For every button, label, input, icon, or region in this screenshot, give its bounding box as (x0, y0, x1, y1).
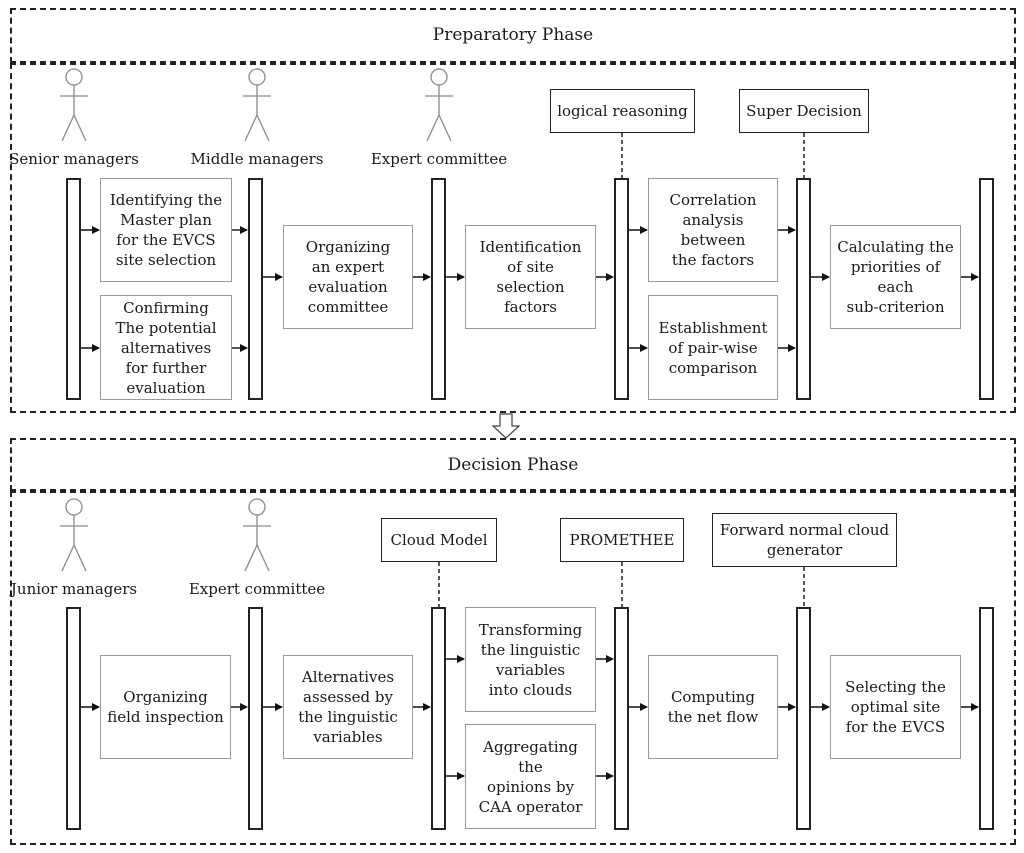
lifeline-bar-forward-normal-cloud (796, 607, 811, 830)
actor-label-expert-committee-decision: Expert committee (188, 580, 326, 598)
step-identifying-master-plan: Identifying the Master plan for the EVCS… (100, 178, 232, 282)
junior-managers-actor-icon (60, 498, 88, 572)
tool-forward-normal-cloud-generator: Forward normal cloud generator (712, 513, 897, 567)
lifeline-bar-cloud-model (431, 607, 446, 830)
tool-cloud-model: Cloud Model (381, 518, 497, 562)
step-pairwise-comparison: Establishment of pair-wise comparison (648, 295, 778, 400)
step-identification-factors: Identification of site selection factors (465, 225, 596, 329)
step-confirming-alternatives: Confirming The potential alternatives fo… (100, 295, 232, 400)
step-computing-net-flow: Computing the net flow (648, 655, 778, 759)
step-transforming-variables: Transforming the linguistic variables in… (465, 607, 596, 712)
senior-managers-actor-icon (60, 68, 88, 142)
lifeline-bar-decision-end (979, 607, 994, 830)
lifeline-bar-senior-managers (66, 178, 81, 400)
decision-phase-header: Decision Phase (10, 438, 1016, 491)
lifeline-bar-super-decision (796, 178, 811, 400)
lifeline-bar-logical-reasoning (614, 178, 629, 400)
lifeline-bar-preparatory-end (979, 178, 994, 400)
step-correlation-analysis: Correlation analysis between the factors (648, 178, 778, 282)
middle-managers-actor-icon (243, 68, 271, 142)
preparatory-phase-header: Preparatory Phase (10, 8, 1016, 63)
decision-phase-title: Decision Phase (447, 455, 579, 475)
lifeline-bar-expert-committee-decision (248, 607, 263, 830)
step-selecting-optimal-site: Selecting the optimal site for the EVCS (830, 655, 961, 759)
actor-label-senior-managers: Senior managers (9, 150, 139, 168)
step-calculating-priorities: Calculating the priorities of each sub-c… (830, 225, 961, 329)
lifeline-bar-middle-managers (248, 178, 263, 400)
step-organizing-field-inspection: Organizing field inspection (100, 655, 231, 759)
tool-super-decision: Super Decision (739, 89, 869, 133)
expert-committee-actor-icon (425, 68, 453, 142)
expert-committee-decision-actor-icon (243, 498, 271, 572)
actor-label-expert-committee: Expert committee (370, 150, 508, 168)
actor-label-junior-managers: Junior managers (10, 580, 138, 598)
lifeline-bar-expert-committee (431, 178, 446, 400)
tool-promethee: PROMETHEE (560, 518, 684, 562)
decision-phase-body (10, 491, 1016, 845)
lifeline-bar-junior-managers (66, 607, 81, 830)
actor-label-middle-managers: Middle managers (190, 150, 324, 168)
step-organizing-committee: Organizing an expert evaluation committe… (283, 225, 413, 329)
lifeline-bar-promethee (614, 607, 629, 830)
step-aggregating-opinions: Aggregating the opinions by CAA operator (465, 724, 596, 829)
step-alternatives-assessed: Alternatives assessed by the linguistic … (283, 655, 413, 759)
preparatory-phase-body (10, 63, 1016, 413)
preparatory-phase-title: Preparatory Phase (432, 25, 594, 45)
tool-logical-reasoning: logical reasoning (550, 89, 695, 133)
